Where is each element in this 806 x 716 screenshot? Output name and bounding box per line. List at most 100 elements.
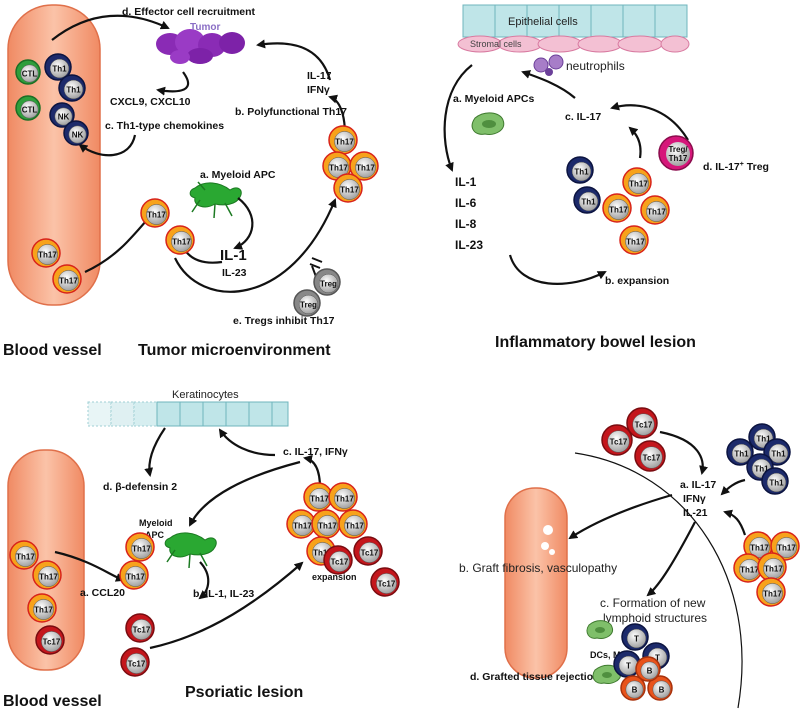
- b-cell: B: [620, 675, 646, 701]
- th17-cell: Th17: [303, 482, 333, 512]
- treg-cell-label: Treg: [300, 301, 317, 310]
- ibd-step-a: a. Myeloid APCs: [453, 93, 534, 105]
- graft-fibrosis-arrow: [568, 493, 673, 540]
- il17-to-tumor-arrow: [256, 39, 332, 81]
- tumor-il1: IL-1: [220, 247, 247, 264]
- t-cell: T: [613, 650, 641, 678]
- th17-cell-label: Th17: [329, 164, 348, 173]
- tc17-cell-label: Tc17: [610, 438, 628, 447]
- ibd-expansion-arrow: [508, 254, 607, 285]
- ctl-cell: CTL: [15, 59, 41, 85]
- graft-a2: IFNγ: [683, 493, 706, 505]
- th17-cell-label: Th17: [59, 277, 78, 286]
- psoriatic-apc-line2: APC: [145, 530, 165, 540]
- th17-cell: Th17: [27, 593, 57, 623]
- th1-cell: Th1: [58, 74, 86, 102]
- th1-cell: Th1: [573, 186, 601, 214]
- th1-cell-label: Th1: [769, 479, 784, 488]
- th17-cell-label: Th17: [763, 590, 782, 599]
- th1-cell-label: Th1: [52, 65, 67, 74]
- tc17-cell-label: Tc17: [361, 549, 379, 558]
- th17-expansion-arrow: [174, 198, 337, 293]
- psor-migrate-arrow: [54, 550, 125, 582]
- psoriatic-panel: Keratinocytes c. IL-17, IFNγ d. β-defens…: [3, 389, 400, 710]
- b-cell-label: B: [632, 686, 638, 695]
- psor-il17-apc-arrow: [189, 460, 301, 527]
- th17-cell: Th17: [770, 531, 800, 561]
- ibd-cytokine-4: IL-23: [455, 238, 483, 252]
- recruit-arrow: [51, 14, 170, 41]
- th17-cell-label: Th17: [126, 573, 145, 582]
- b-cell: B: [647, 675, 673, 701]
- tc17-cell-label: Tc17: [133, 626, 151, 635]
- th17-cell: Th17: [32, 560, 62, 590]
- ibd-panel: Epithelial cells Stromal cells neutrophi…: [443, 4, 769, 351]
- tumor-step-e: e. Tregs inhibit Th17: [233, 315, 335, 327]
- tumor-step-a: a. Myeloid APC: [200, 169, 276, 181]
- th17-cell: Th17: [140, 198, 170, 228]
- th1-cell: Th1: [761, 467, 789, 495]
- th17-cell-label: Th17: [38, 251, 57, 260]
- tumor-label: Tumor: [190, 22, 220, 33]
- graft-lymphoid-arrow: [646, 521, 696, 597]
- graft-boundary: [574, 452, 743, 709]
- graft-panel: a. IL-17 IFNγ IL-21 b. Graft fibrosis, v…: [459, 407, 800, 709]
- th1-cell-label: Th1: [581, 198, 596, 207]
- th17-cell-label: Th17: [34, 606, 53, 615]
- th1-cell-label: Th1: [754, 465, 769, 474]
- graft-a1: a. IL-17: [680, 479, 716, 491]
- macrophage-icon: [592, 664, 621, 684]
- th17-cell-label: Th17: [777, 544, 796, 553]
- tc17-cell: Tc17: [323, 545, 353, 575]
- th17-cell: Th17: [52, 264, 82, 294]
- tc17-cell: Tc17: [370, 567, 400, 597]
- nk-cell-label: NK: [58, 113, 70, 122]
- myeloid-apc-icon: [189, 181, 242, 219]
- ibd-step-b: b. expansion: [605, 275, 669, 287]
- psor-expansion-arrow: [149, 561, 304, 650]
- th17-cell-label: Th17: [293, 522, 312, 531]
- keratinocyte-layer-icon: [87, 401, 289, 427]
- psoriatic-step-c: c. IL-17, IFNγ: [283, 446, 348, 458]
- tumor-step-d: d. Effector cell recruitment: [122, 6, 256, 18]
- th17-cell: Th17: [286, 509, 316, 539]
- th1-cell: Th1: [44, 53, 72, 81]
- th17-cell: Th17: [165, 225, 195, 255]
- psor-il17-up-arrow: [218, 428, 276, 457]
- tc17-cell-label: Tc17: [331, 558, 349, 567]
- th17-cell: Th17: [119, 560, 149, 590]
- tc17-cell: Tc17: [634, 440, 666, 472]
- psoriatic-step-a: a. CCL20: [80, 587, 125, 599]
- b-cell-label: B: [647, 667, 653, 676]
- ibd-apc-arrow: [443, 64, 473, 172]
- th17-cell-label: Th17: [147, 211, 166, 220]
- psoriatic-apc-line1: Myeloid: [139, 518, 173, 528]
- th17-cell-label: Th17: [609, 206, 628, 215]
- b-cell-label: B: [659, 686, 665, 695]
- psoriatic-cells-group: Th17Th17Th17Tc17Th17Th17Tc17Tc17Th17Th17…: [9, 482, 400, 677]
- tc17-cell: Tc17: [120, 647, 150, 677]
- th17-cell-label: Th17: [345, 522, 364, 531]
- th17-cell-label: Th17: [172, 238, 191, 247]
- graft-step-c1: c. Formation of new: [600, 596, 706, 610]
- th17-cell-label: Th17: [335, 495, 354, 504]
- graft-step-b: b. Graft fibrosis, vasculopathy: [459, 561, 617, 575]
- tumor-chemokines: CXCL9, CXCL10: [110, 96, 191, 108]
- psor-keratinocyte-arrow: [144, 427, 166, 477]
- th17-cell-label: Th17: [764, 565, 783, 574]
- keratinocytes-label: Keratinocytes: [172, 389, 239, 401]
- dc-icon: [586, 620, 614, 639]
- nk-cell: NK: [49, 102, 75, 128]
- tc17-cell: Tc17: [35, 625, 65, 655]
- th17-cell: Th17: [9, 540, 39, 570]
- t-cell-label: T: [626, 662, 631, 671]
- tumor-cells-icon: [156, 29, 245, 64]
- th17-cell: Th17: [743, 531, 773, 561]
- th17-cell: Th17: [733, 553, 763, 583]
- tumor-panel: Tumor d. Effector cell recruitment CXCL9…: [3, 4, 379, 359]
- ibd-panel-title: Inflammatory bowel lesion: [495, 334, 696, 351]
- ibd-il17-arrow: [521, 70, 576, 99]
- t-cell-label: T: [634, 635, 639, 644]
